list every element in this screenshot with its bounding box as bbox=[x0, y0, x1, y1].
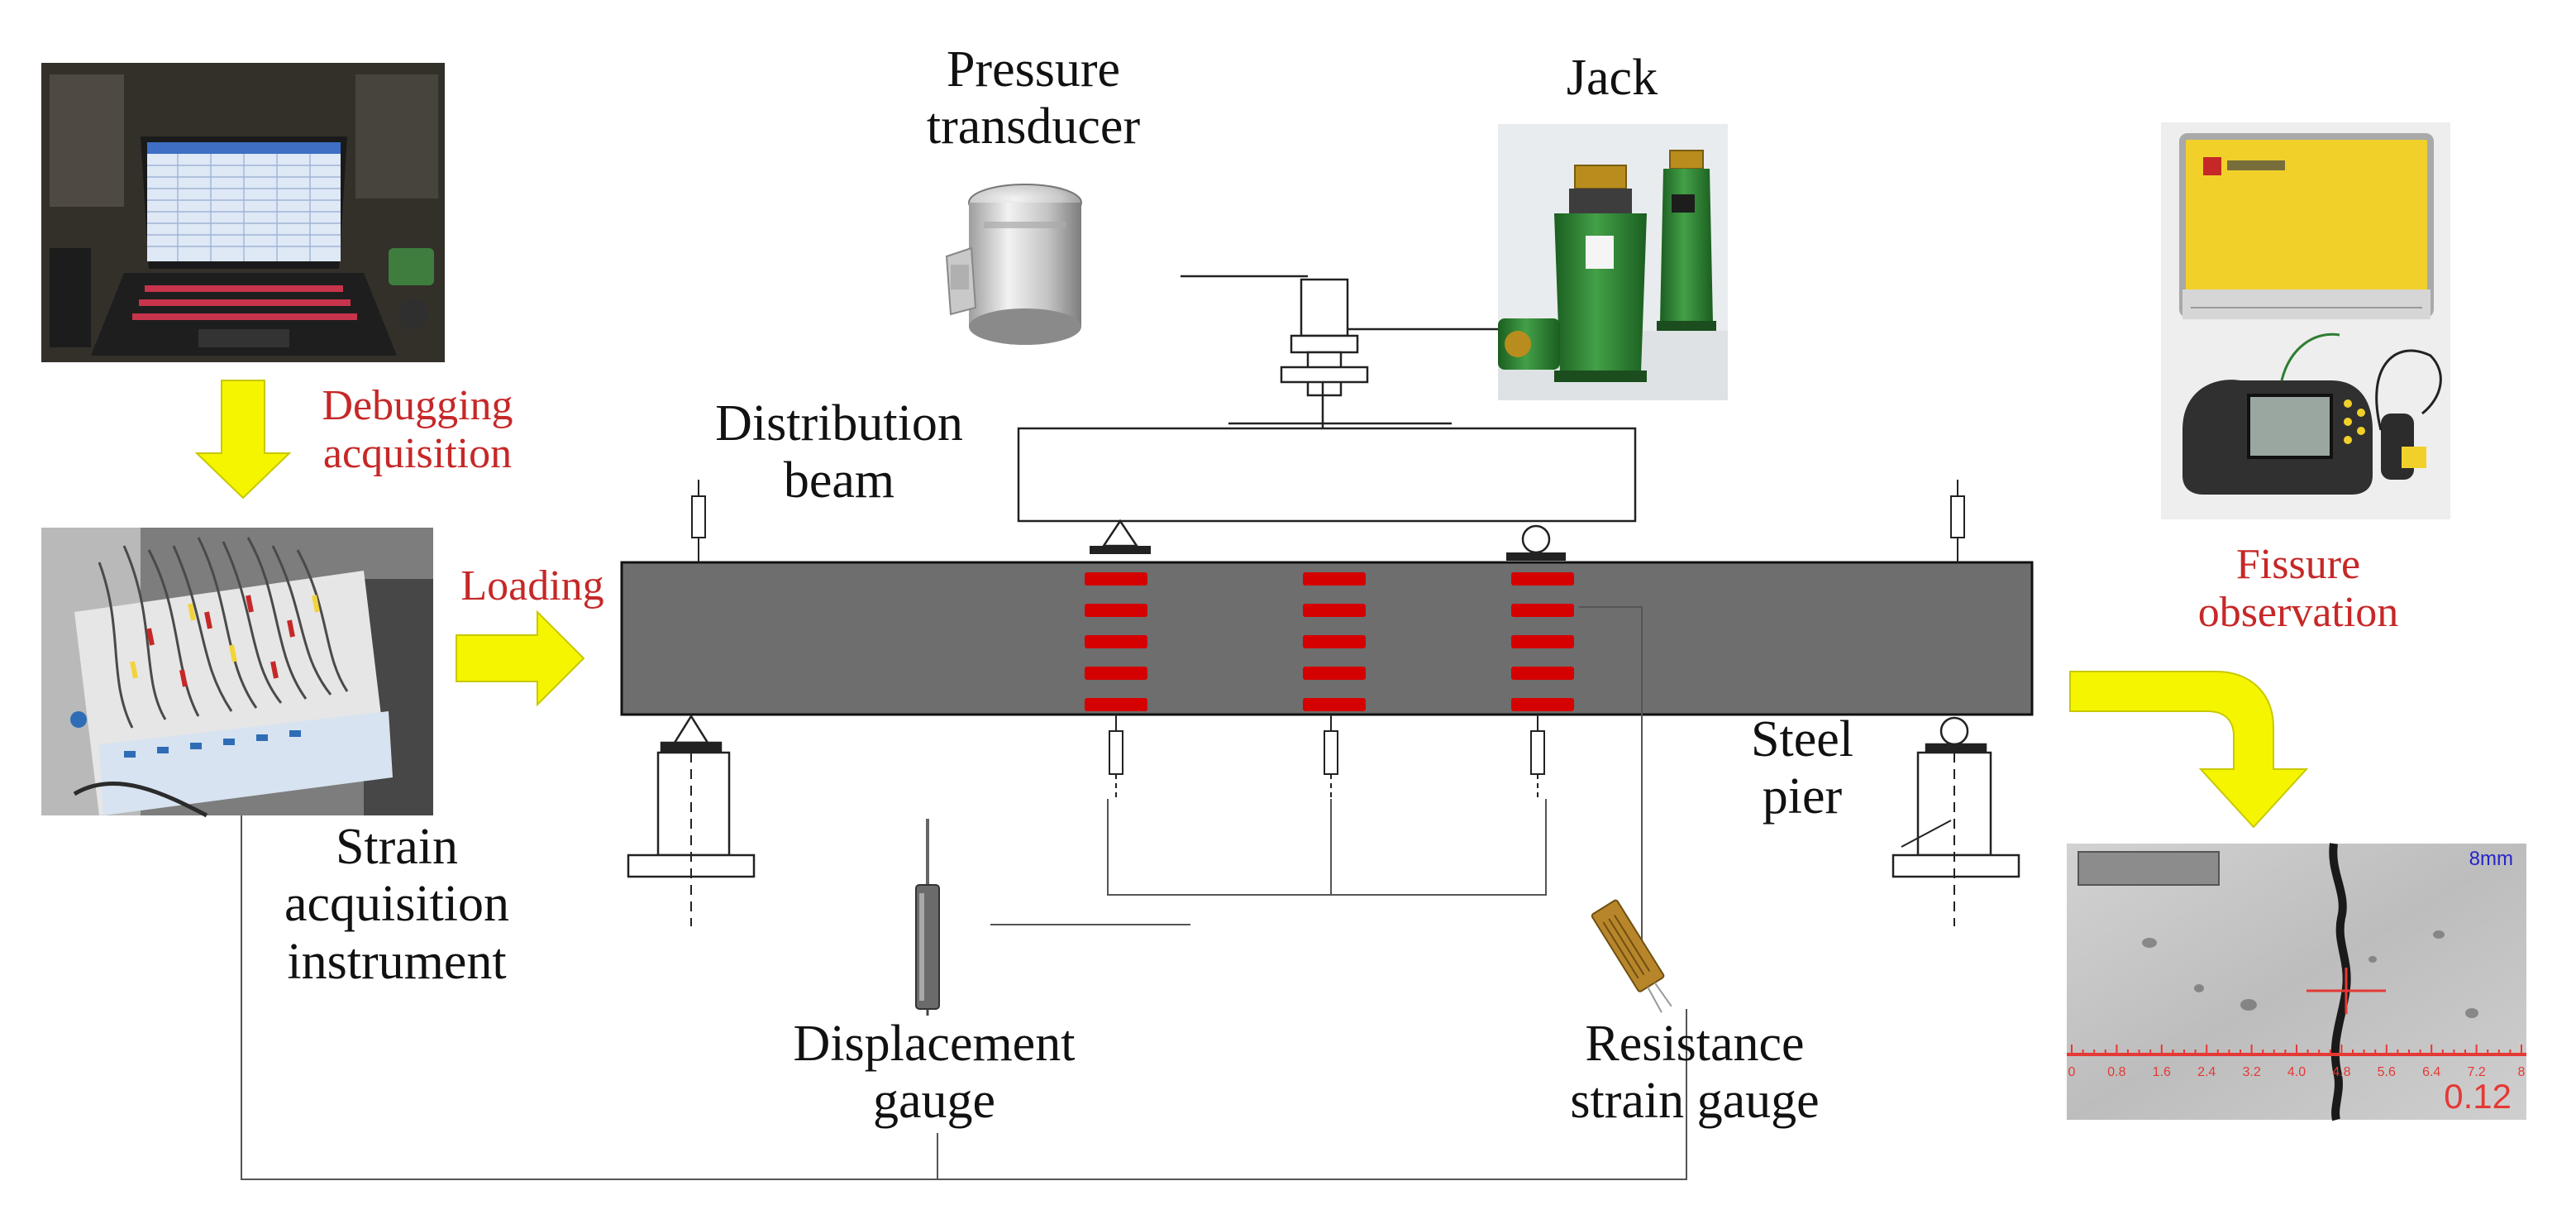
ruler-tick-label: 1.6 bbox=[2153, 1065, 2171, 1079]
right-arrow-icon bbox=[456, 610, 585, 707]
ruler-tick-label: 0 bbox=[2068, 1065, 2076, 1079]
strain-gauge-3-1 bbox=[1511, 572, 1574, 586]
distribution-beam bbox=[1017, 427, 1637, 523]
strain-gauge-1-4 bbox=[1085, 667, 1147, 680]
label-strain-acquisition-instrument: Strain acquisition instrument bbox=[284, 819, 510, 990]
strain-gauges bbox=[1085, 572, 1574, 711]
ruler-tick-label: 4.0 bbox=[2287, 1065, 2306, 1079]
strain-gauge-1-5 bbox=[1085, 698, 1147, 711]
strain-gauge-2-1 bbox=[1303, 572, 1366, 586]
strain-gauge-3-3 bbox=[1511, 635, 1574, 648]
wiring bbox=[241, 606, 1687, 1180]
crosshair-icon bbox=[2306, 968, 2386, 1014]
label-fissure-observation: Fissure observation bbox=[2197, 541, 2399, 637]
label-debugging-acquisition: Debugging acquisition bbox=[322, 382, 513, 478]
label-jack: Jack bbox=[1566, 50, 1658, 106]
ruler-tick-label: 2.4 bbox=[2197, 1065, 2216, 1079]
strain-gauge-2-5 bbox=[1303, 698, 1366, 711]
hydraulic-jack-photo bbox=[1498, 124, 1728, 400]
strain-gauge-3-4 bbox=[1511, 667, 1574, 680]
label-resistance-strain-gauge: Resistance strain gauge bbox=[1570, 1016, 1820, 1130]
strain-acquisition-box-photo bbox=[41, 528, 433, 818]
steel-pier-right bbox=[1891, 716, 2020, 926]
pin-support-icon bbox=[1101, 519, 1139, 547]
strain-gauge-3-2 bbox=[1511, 604, 1574, 617]
ruler-tick-label: 5.6 bbox=[2378, 1065, 2396, 1079]
roller-support-icon bbox=[1521, 524, 1551, 554]
label-distribution-beam: Distribution beam bbox=[715, 395, 963, 509]
ruler-tick-label: 6.4 bbox=[2422, 1065, 2440, 1079]
ruler-tick-label: 3.2 bbox=[2242, 1065, 2260, 1079]
label-steel-pier: Steel pier bbox=[1751, 711, 1853, 825]
ruler-tick-label: 0.8 bbox=[2107, 1065, 2125, 1079]
ruler-tick-label: 4.8 bbox=[2332, 1065, 2350, 1079]
ruler-tick-label: 7.2 bbox=[2467, 1065, 2485, 1079]
strain-gauge-1-3 bbox=[1085, 635, 1147, 648]
label-loading: Loading bbox=[460, 562, 604, 610]
strain-gauge-2-3 bbox=[1303, 635, 1366, 648]
strain-gauge-3-5 bbox=[1511, 698, 1574, 711]
crack-width-meter-photo bbox=[2161, 122, 2450, 519]
crack-width-reading: 0.12 bbox=[2444, 1077, 2512, 1116]
steel-pier-left bbox=[627, 714, 756, 926]
label-displacement-gauge: Displacement gauge bbox=[793, 1016, 1076, 1130]
down-arrow-icon bbox=[194, 380, 292, 500]
curved-arrow-icon bbox=[2069, 671, 2309, 829]
displacement-gauges bbox=[1109, 715, 1545, 799]
laptop-photo bbox=[41, 63, 445, 362]
ruler-tick-label: 8 bbox=[2518, 1065, 2526, 1079]
lvdt-icon bbox=[915, 819, 940, 1016]
end-dial-gauge-right bbox=[1950, 495, 1965, 538]
ruler-ticks: 0 0.8 1.6 2.4 3.2 4.0 4.8 5.6 6.4 7.2 8 bbox=[2068, 1045, 2526, 1079]
strain-gauge-1-2 bbox=[1085, 604, 1147, 617]
loading-column bbox=[1181, 275, 1498, 428]
label-pressure-transducer: Pressure transducer bbox=[926, 41, 1141, 155]
scale-label: 8mm bbox=[2469, 848, 2513, 870]
crack-viewer-image: 0 0.8 1.6 2.4 3.2 4.0 4.8 5.6 6.4 7.2 8 8mm 0.12 bbox=[2067, 843, 2526, 1121]
strain-gauge-2-2 bbox=[1303, 604, 1366, 617]
strain-gauge-1-1 bbox=[1085, 572, 1147, 586]
load-cell-icon bbox=[945, 184, 1082, 345]
foil-strain-gauge-icon bbox=[1591, 899, 1672, 1013]
strain-gauge-2-4 bbox=[1303, 667, 1366, 680]
